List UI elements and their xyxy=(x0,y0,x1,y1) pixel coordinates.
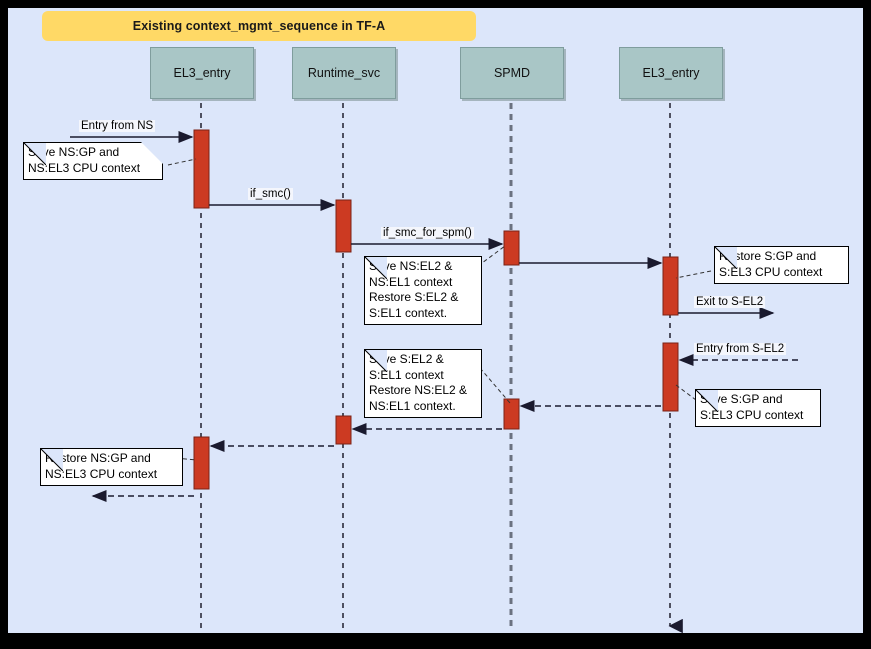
diagram-title: Existing context_mgmt_sequence in TF-A xyxy=(132,19,386,33)
lifeline-label-runtime-svc: Runtime_svc xyxy=(307,66,381,80)
lifeline-label-el3-entry-left: EL3_entry xyxy=(173,66,231,80)
lifeline-head-runtime-svc[interactable]: Runtime_svc xyxy=(292,47,396,99)
note-save-s-gp: Save S:GP and S:EL3 CPU context xyxy=(695,389,821,427)
label-if-smc: if_smc() xyxy=(248,188,293,200)
label-if-smc-for-spm: if_smc_for_spm() xyxy=(381,227,474,239)
label-entry-from-ns: Entry from NS xyxy=(79,120,156,132)
activation-bars xyxy=(193,129,679,490)
sequence-graphics xyxy=(70,103,798,633)
note-text: Save NS:EL2 & NS:EL1 context Restore S:E… xyxy=(369,259,459,320)
activation-spmd-1 xyxy=(503,230,520,266)
activation-spmd-2 xyxy=(503,398,520,430)
label-exit-to-s-el2: Exit to S-EL2 xyxy=(694,296,766,308)
note-text: Restore NS:GP and NS:EL3 CPU context xyxy=(45,451,158,481)
note-restore-ns-gp: Restore NS:GP and NS:EL3 CPU context xyxy=(40,448,183,486)
note-save-ns-gp: Save NS:GP and NS:EL3 CPU context xyxy=(23,142,163,180)
lifeline-head-el3-entry-right[interactable]: EL3_entry xyxy=(619,47,723,99)
lifeline-head-spmd[interactable]: SPMD xyxy=(460,47,564,99)
lifeline-label-el3-entry-right: EL3_entry xyxy=(642,66,700,80)
activation-el3-left-2 xyxy=(193,436,210,490)
note-text: Restore S:GP and S:EL3 CPU context xyxy=(719,249,823,279)
activation-runtime-2 xyxy=(335,415,352,445)
activation-el3-right-2 xyxy=(662,342,679,412)
activation-el3-right-1 xyxy=(662,256,679,316)
note-restore-s-gp: Restore S:GP and S:EL3 CPU context xyxy=(714,246,849,284)
activation-runtime-1 xyxy=(335,199,352,253)
diagram-title-bar: Existing context_mgmt_sequence in TF-A xyxy=(42,11,476,41)
lifeline-head-el3-entry-left[interactable]: EL3_entry xyxy=(150,47,254,99)
note-save-s-el2: Save S:EL2 & S:EL1 context Restore NS:EL… xyxy=(364,349,482,418)
diagram-canvas: Existing context_mgmt_sequence in TF-A E… xyxy=(8,8,863,633)
note-save-ns-el2: Save NS:EL2 & NS:EL1 context Restore S:E… xyxy=(364,256,482,325)
activation-el3-left-1 xyxy=(193,129,210,209)
lifeline-label-spmd: SPMD xyxy=(493,66,531,80)
label-entry-from-s-el2: Entry from S-EL2 xyxy=(694,343,787,355)
note-text: Save S:EL2 & S:EL1 context Restore NS:EL… xyxy=(369,352,468,413)
note-text: Save S:GP and S:EL3 CPU context xyxy=(700,392,804,422)
note-text: Save NS:GP and NS:EL3 CPU context xyxy=(28,145,141,175)
